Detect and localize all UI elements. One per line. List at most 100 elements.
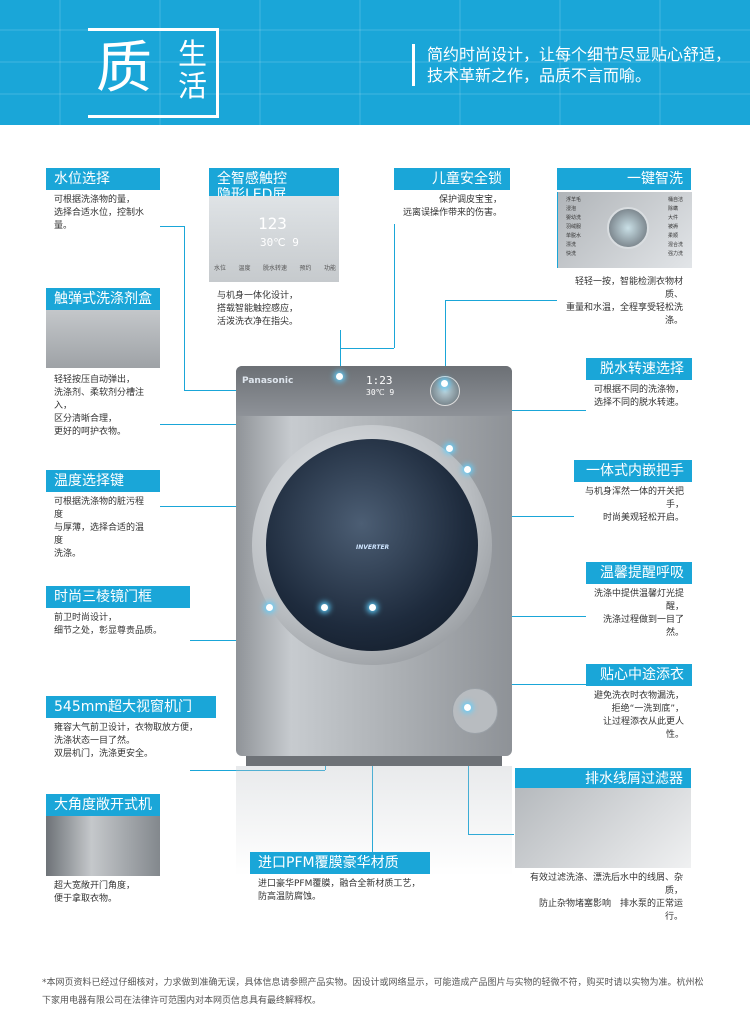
desc-line: 与机身浑然一体的开关把手， (584, 487, 684, 510)
connector-child-lock (340, 348, 394, 349)
connector-water-level-v (184, 226, 185, 390)
disclaimer-line-1: *本网页资料已经过仔细核对，力求做到准确无误，具体信息请参照产品实物。因设计或网… (42, 978, 704, 988)
desc-line: 可根据洗涤物的脏污程度 (54, 497, 145, 520)
feature-desc: 有效过滤洗涤、漂洗后水中的线屑、杂质， 防止杂物堵塞影响 排水泵的正常运行。 (515, 868, 691, 928)
feature-desc: 轻轻一按，智能检测衣物材质、 重量和水温，全程享受轻松洗涤。 (557, 272, 691, 332)
control-panel (236, 366, 512, 416)
connector-big-door (190, 770, 325, 771)
connector-add-clothes (490, 684, 586, 685)
program-list-right: 桶自洁 除螨 大件 被褥 柔顺 混合洗 强力洗 (668, 196, 683, 259)
program-label: 除螨 (668, 206, 679, 212)
feature-title: 温度选择键 (46, 470, 160, 492)
highlight-dot (321, 604, 328, 611)
program-label: 浸泡 (566, 206, 577, 212)
feature-pfm: 进口PFM覆膜豪华材质 进口豪华PFM覆膜，融合全新材质工艺， 防高温防腐蚀。 (250, 852, 430, 908)
feature-child-lock: 儿童安全锁 保护调皮宝宝， 远离误操作带来的伤害。 (394, 168, 510, 224)
title-line: 全智感触控 (217, 171, 287, 187)
led-key: 预约 (299, 265, 312, 272)
header-banner: 质 生活 简约时尚设计，让每个细节尽显贴心舒适， 技术革新之作，品质不言而喻。 (0, 0, 750, 125)
desc-line: 区分清晰合理， (54, 414, 118, 424)
feature-one-key-desc: 轻轻一按，智能检测衣物材质、 重量和水温，全程享受轻松洗涤。 (557, 272, 691, 332)
desc-line: 细节之处，彰显尊贵品质。 (54, 626, 163, 636)
feature-drain-filter-desc: 有效过滤洗涤、漂洗后水中的线屑、杂质， 防止杂物堵塞影响 排水泵的正常运行。 (515, 868, 691, 928)
feature-breath-light: 温馨提醒呼吸灯 洗涤中提供温馨灯光提醒， 洗涤过程做到一目了然。 (586, 562, 692, 644)
desc-line: 拒绝“一洗到底”， (611, 704, 684, 714)
open-door-photo (46, 816, 160, 878)
feature-desc: 可根据不同的洗涤物， 选择不同的脱水转速。 (586, 380, 692, 414)
feature-title: 时尚三棱镜门框 (46, 586, 190, 608)
inverter-logo: INVERTER (356, 544, 390, 551)
program-label: 羽绒服 (566, 224, 582, 230)
desc-line: 轻轻一按，智能检测衣物材质、 (574, 277, 683, 300)
desc-line: 双层机门，洗涤更安全。 (54, 749, 154, 759)
grid-pattern (0, 0, 750, 125)
logo-frame (88, 28, 219, 118)
connector-frame (190, 640, 270, 641)
slogan-line-2: 技术革新之作，品质不言而喻。 (427, 66, 652, 85)
desc-line: 重量和水温，全程享受轻松洗涤。 (565, 303, 683, 326)
feature-desc: 避免洗衣时衣物漏洗， 拒绝“一洗到底”， 让过程添衣从此更人性。 (586, 686, 692, 746)
program-label: 浮羊毛 (566, 197, 582, 203)
program-knob (607, 207, 649, 249)
desc-line: 更好的呵护衣物。 (54, 427, 127, 437)
desc-line: 超大宽敞开门角度， (54, 881, 136, 891)
desc-line: 避免洗衣时衣物漏洗， (594, 691, 685, 701)
desc-line: 前卫时尚设计， (54, 613, 118, 623)
desc-line: 洗涤剂、柔软剂分槽注入， (54, 388, 145, 411)
feature-desc: 雍容大气前卫设计，衣物取放方便， 洗涤状态一目了然。 双层机门，洗涤更安全。 (46, 718, 216, 765)
led-screen-photo (209, 196, 339, 282)
desc-line: 保护调皮宝宝， (438, 195, 502, 205)
led-key: 脱水转速 (262, 265, 287, 272)
brand-logo: Panasonic (242, 376, 294, 386)
desc-line: 洗涤。 (54, 549, 82, 559)
program-label: 快洗 (566, 251, 577, 257)
disclaimer: *本网页资料已经过仔细核对，力求做到准确无误，具体信息请参照产品实物。因设计或网… (42, 974, 712, 1010)
program-label: 大件 (668, 215, 679, 221)
program-label: 单脱水 (566, 233, 582, 239)
feature-title: 儿童安全锁 (394, 168, 510, 190)
drain-filter-photo (515, 788, 691, 868)
desc-line: 洗涤状态一目了然。 (54, 736, 136, 746)
program-label: 桶自洁 (668, 197, 684, 203)
desc-line: 可根据不同的洗涤物， (594, 385, 685, 395)
feature-desc: 与机身浑然一体的开关把手， 时尚美观轻松开启。 (574, 482, 692, 529)
slogan: 简约时尚设计，让每个细节尽显贴心舒适， 技术革新之作，品质不言而喻。 (412, 44, 747, 86)
panel-led-temp: 30℃ 9 (366, 388, 395, 397)
highlight-dot (441, 380, 448, 387)
connector-detergent (160, 424, 270, 425)
led-key-row: 水位 温度 脱水转速 预约 功能 (214, 263, 336, 272)
feature-desc: 与机身一体化设计， 搭载智能触控感应， 活泼洗衣净在指尖。 (209, 286, 339, 333)
feature-desc: 可根据洗涤物的脏污程度 与厚薄，选择合适的温度 洗涤。 (46, 492, 160, 565)
program-label: 婴幼洗 (566, 215, 582, 221)
filter-cover[interactable] (452, 688, 498, 734)
feature-wide-door: 大角度敞开式机门 (46, 794, 160, 835)
desc-line: 远离误操作带来的伤害。 (402, 208, 502, 218)
highlight-dot (446, 445, 453, 452)
feature-desc: 洗涤中提供温馨灯光提醒， 洗涤过程做到一目了然。 (586, 584, 692, 644)
led-key: 温度 (238, 265, 251, 272)
feature-title: 进口PFM覆膜豪华材质 (250, 852, 430, 874)
feature-detergent: 触弹式洗涤剂盒 (46, 288, 160, 310)
connector-led (340, 330, 341, 376)
feature-title: 545mm超大视窗机门 (46, 696, 216, 718)
connector-breath-light (450, 616, 586, 617)
feature-title: 脱水转速选择键 (586, 358, 692, 399)
feature-led-desc: 与机身一体化设计， 搭载智能触控感应， 活泼洗衣净在指尖。 (209, 286, 339, 333)
detergent-drawer-photo (46, 310, 160, 368)
connector-handle (468, 516, 574, 517)
feature-title: 温馨提醒呼吸灯 (586, 562, 692, 603)
connector-one-key (445, 300, 446, 384)
program-label: 被褥 (668, 224, 679, 230)
feature-drain-filter: 排水线屑过滤器 (515, 768, 691, 790)
desc-line: 雍容大气前卫设计，衣物取放方便， (54, 723, 199, 733)
program-label: 混合洗 (668, 242, 684, 248)
connector-child-lock-v (394, 222, 395, 348)
feature-desc: 可根据洗涤物的量， 选择合适水位，控制水量。 (46, 190, 160, 237)
desc-line: 时尚美观轻松开启。 (602, 513, 684, 523)
desc-line: 选择不同的脱水转速。 (594, 398, 685, 408)
desc-line: 有效过滤洗涤、漂洗后水中的线屑、杂质， (529, 873, 683, 896)
feature-title: 触弹式洗涤剂盒 (46, 288, 160, 310)
door-window[interactable] (266, 439, 478, 651)
desc-line: 便于拿取衣物。 (54, 894, 118, 904)
feature-desc: 轻轻按压自动弹出， 洗涤剂、柔软剂分槽注入， 区分清晰合理， 更好的呵护衣物。 (46, 370, 160, 443)
